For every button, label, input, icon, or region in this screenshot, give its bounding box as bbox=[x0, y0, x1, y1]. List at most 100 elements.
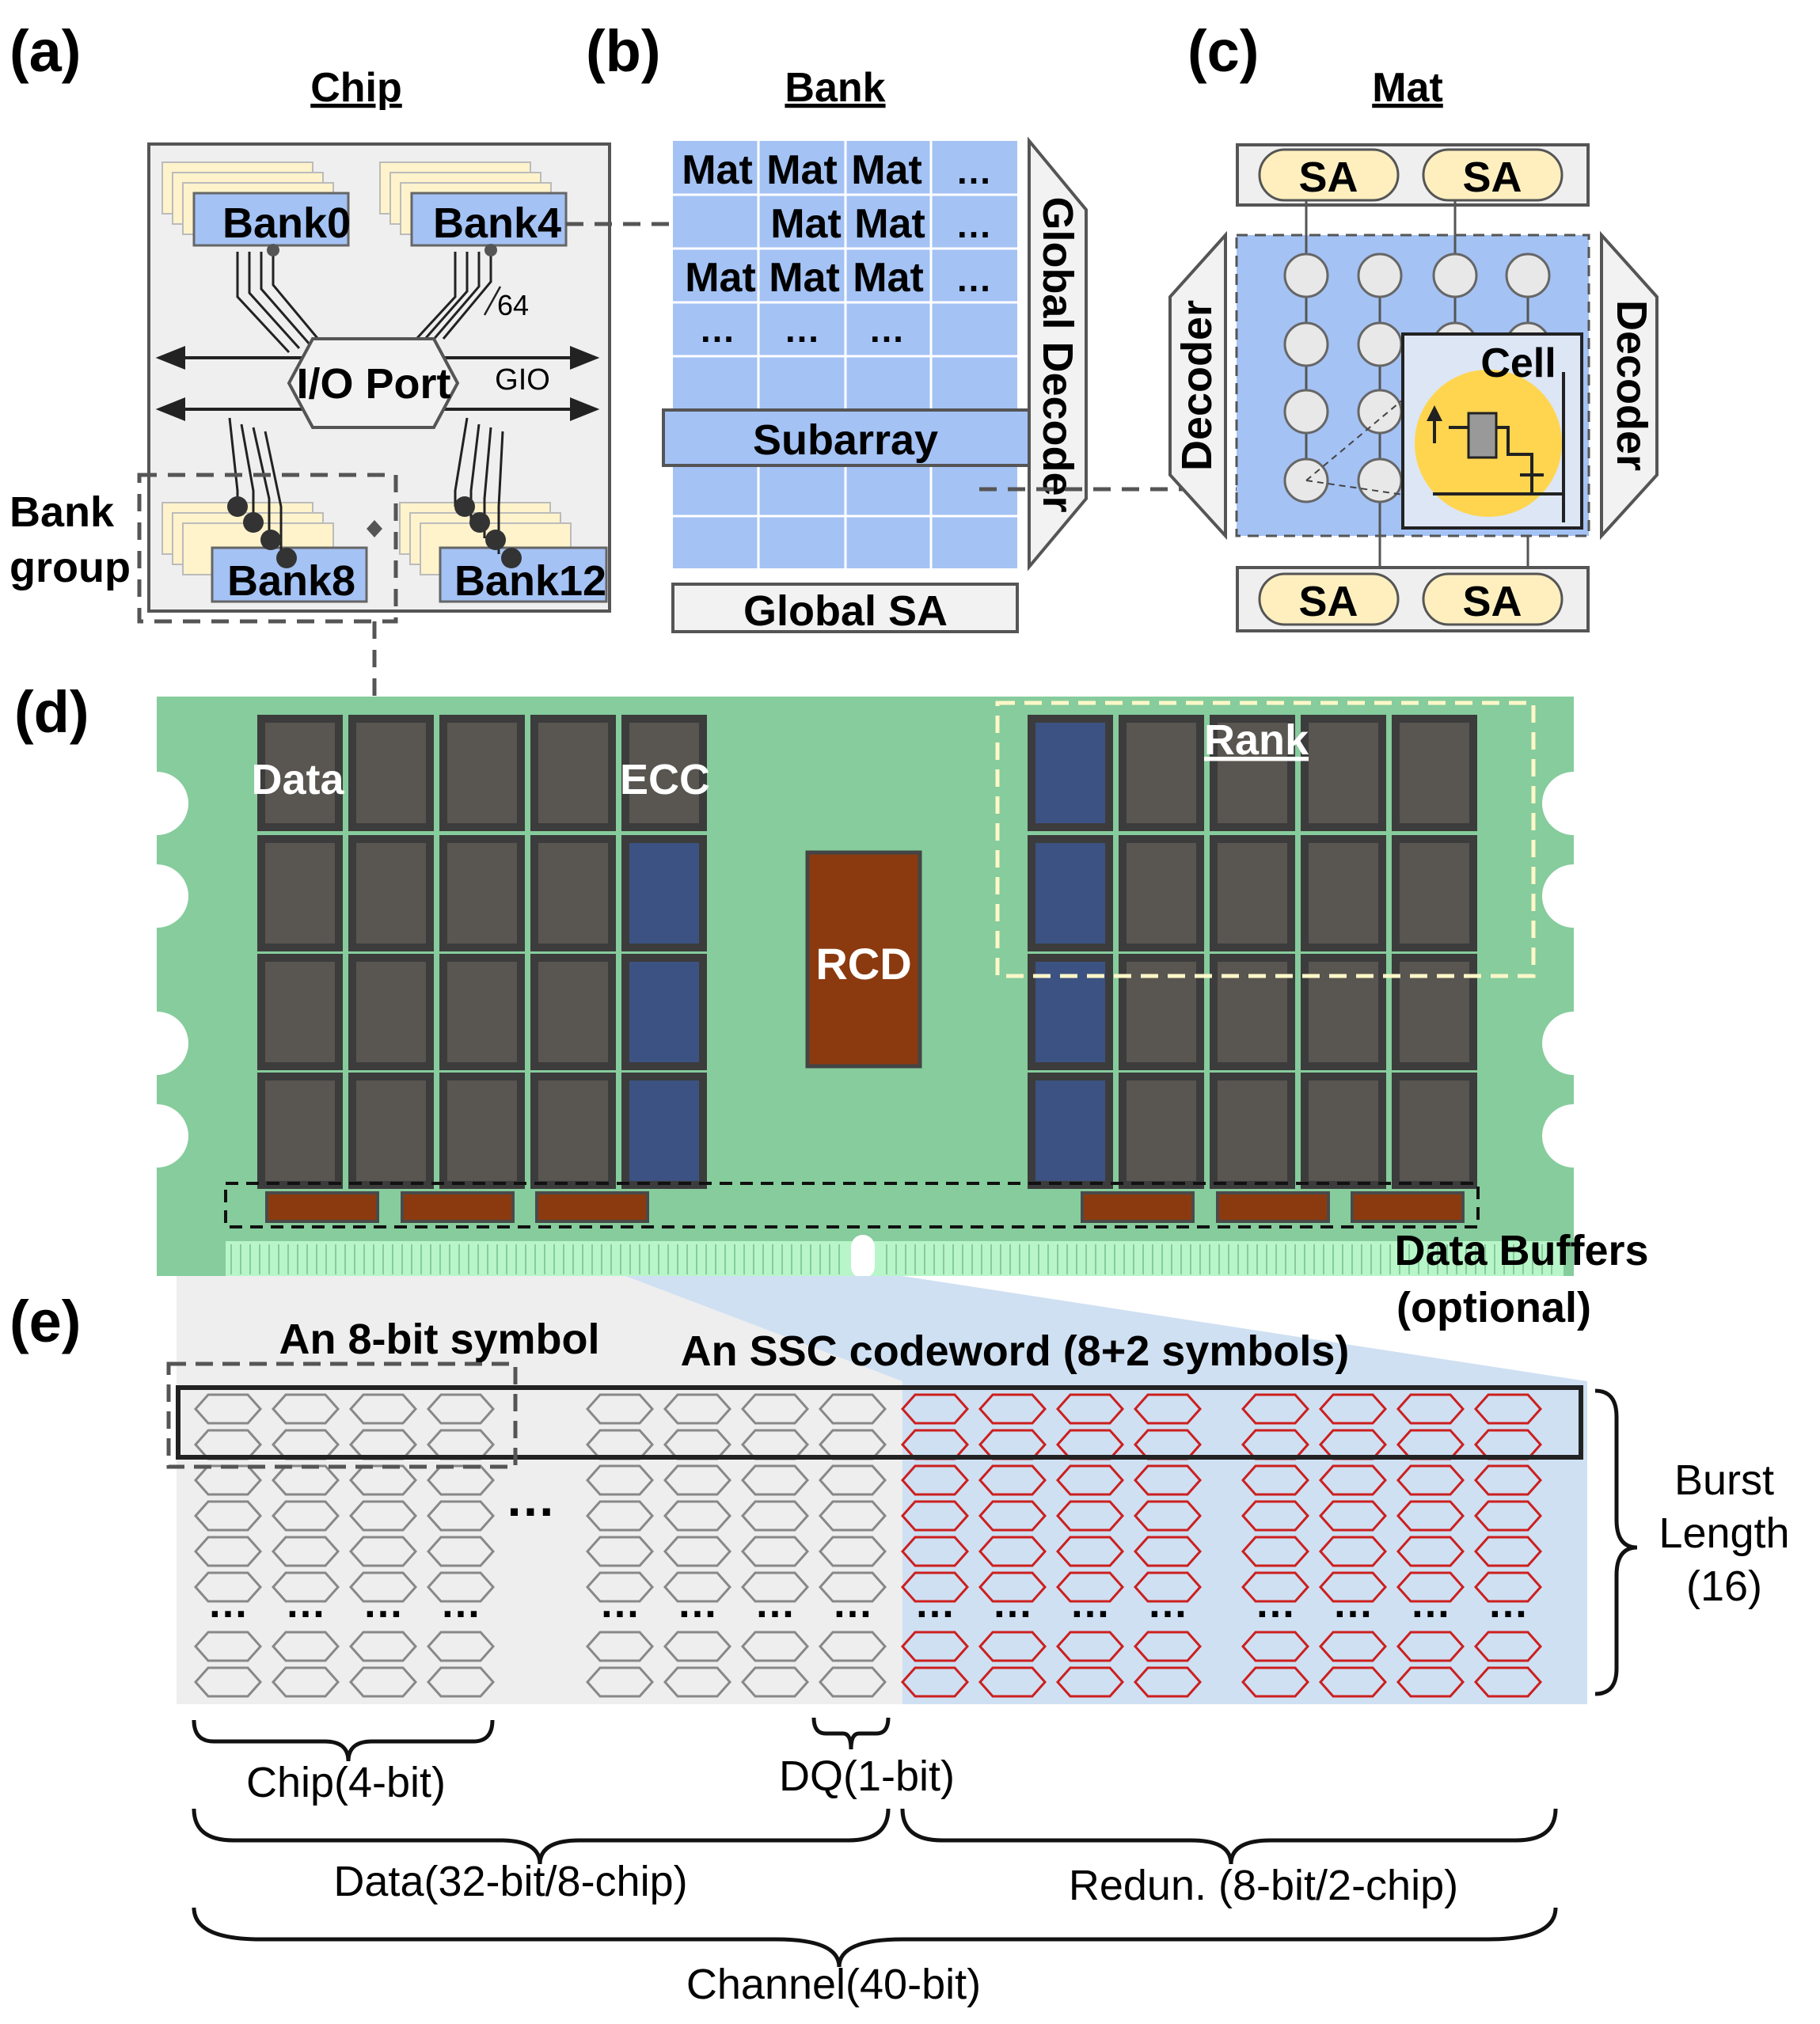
mat-ellipsis: … bbox=[956, 258, 992, 299]
data-bit bbox=[740, 1666, 810, 1698]
cell-schematic bbox=[1433, 372, 1565, 522]
row-ellipsis: … bbox=[363, 1581, 404, 1627]
panel-c-mat: (c) Mat SA SA Decoder Decoder bbox=[1168, 18, 1659, 632]
data-bit bbox=[740, 1500, 810, 1532]
redundancy-bit bbox=[1473, 1631, 1543, 1662]
data-bit bbox=[663, 1536, 732, 1567]
redundancy-bit bbox=[1396, 1464, 1465, 1496]
redundancy-bit bbox=[1473, 1571, 1543, 1603]
data-bit bbox=[426, 1571, 496, 1603]
width-64-label: 64 bbox=[497, 289, 529, 321]
data-bit bbox=[426, 1666, 496, 1698]
data-bit bbox=[740, 1631, 810, 1662]
bank-group-label-1: Bank bbox=[9, 488, 115, 536]
redundancy-bit bbox=[1133, 1500, 1203, 1532]
row-ellipsis: … bbox=[1070, 1581, 1111, 1627]
data-bit bbox=[740, 1464, 810, 1496]
bank-title: Bank bbox=[785, 65, 885, 111]
data-chip bbox=[348, 954, 434, 1070]
row-ellipsis: … bbox=[1488, 1581, 1529, 1627]
left-decoder-shape bbox=[1168, 230, 1227, 541]
row-ellipsis: … bbox=[1147, 1581, 1188, 1627]
panel-d-dimm: (d) RCD Data ECC Rank Data Buffers (opti… bbox=[14, 679, 1649, 1331]
redundancy-bit bbox=[1473, 1464, 1543, 1496]
redundancy-bit bbox=[1473, 1536, 1543, 1567]
data-chip bbox=[530, 1073, 616, 1189]
data-chip bbox=[1301, 1073, 1386, 1189]
cell-capacitor bbox=[1467, 412, 1498, 459]
bank0-stack: Bank0 bbox=[161, 161, 351, 247]
rank-box bbox=[995, 701, 1536, 978]
data-chip bbox=[348, 835, 434, 951]
data-chip bbox=[439, 1073, 525, 1189]
data-buffers-box bbox=[224, 1182, 1480, 1228]
data-chip bbox=[1301, 835, 1386, 951]
data-bit bbox=[663, 1631, 732, 1662]
data-chip bbox=[1210, 715, 1295, 831]
redundancy-bit bbox=[1318, 1666, 1388, 1698]
data-bit bbox=[818, 1500, 887, 1532]
bank-group-diamond bbox=[367, 520, 382, 537]
mat-label: Mat bbox=[685, 255, 756, 301]
row-ellipsis: … bbox=[677, 1581, 718, 1627]
bank-group-label-2: group bbox=[9, 544, 131, 591]
data-bit bbox=[818, 1464, 887, 1496]
data-bit bbox=[663, 1464, 732, 1496]
sa-pill bbox=[1258, 148, 1400, 202]
data-bit bbox=[271, 1500, 340, 1532]
chip-title: Chip bbox=[310, 65, 402, 111]
left-decoder-label: Decoder bbox=[1173, 300, 1221, 471]
redundancy-bit bbox=[1396, 1393, 1465, 1425]
redundancy-bit bbox=[900, 1536, 970, 1567]
data-chip bbox=[257, 1073, 343, 1189]
data-bit bbox=[348, 1393, 418, 1425]
redundancy-bit bbox=[1396, 1571, 1465, 1603]
data-bit bbox=[193, 1393, 263, 1425]
data-bit bbox=[585, 1500, 655, 1532]
redundancy-bit bbox=[978, 1393, 1047, 1425]
redundancy-bit bbox=[900, 1464, 970, 1496]
redundancy-bit bbox=[1241, 1393, 1310, 1425]
panel-c-letter: (c) bbox=[1187, 18, 1259, 84]
symbol-box bbox=[166, 1361, 518, 1469]
data-chip bbox=[439, 954, 525, 1070]
data-bit bbox=[585, 1631, 655, 1662]
redundancy-bit bbox=[1473, 1393, 1543, 1425]
dimm-notches bbox=[125, 772, 1605, 1168]
sa-pill bbox=[1258, 572, 1400, 626]
data-chip bbox=[1119, 715, 1204, 831]
row-ellipses: ………………………………………… bbox=[207, 1581, 1529, 1627]
row-ellipsis: … bbox=[440, 1581, 481, 1627]
ecc-chip bbox=[621, 835, 707, 951]
mat-label: Mat bbox=[682, 147, 753, 193]
top-bank-wires bbox=[236, 252, 502, 354]
data-width-label: Data(32-bit/8-chip) bbox=[333, 1858, 687, 1905]
bank0-label: Bank0 bbox=[222, 199, 351, 247]
redundancy-bit bbox=[900, 1666, 970, 1698]
burst-length-label-1: Burst bbox=[1674, 1456, 1774, 1504]
data-bit bbox=[348, 1666, 418, 1698]
row-ellipsis: … bbox=[285, 1581, 326, 1627]
redundancy-bit bbox=[1133, 1536, 1203, 1567]
memory-cells bbox=[1283, 253, 1551, 503]
data-chip bbox=[257, 835, 343, 951]
panel-e-codeword: (e) An 8-bit symbol An SSC codeword (8+2… bbox=[9, 1276, 1790, 2008]
data-bit bbox=[426, 1500, 496, 1532]
redundancy-bit bbox=[1055, 1393, 1125, 1425]
redundancy-bit bbox=[900, 1393, 970, 1425]
data-buffers bbox=[265, 1191, 1465, 1223]
chip-width-label: Chip(4-bit) bbox=[246, 1759, 446, 1806]
data-bit bbox=[271, 1571, 340, 1603]
data-chip bbox=[530, 954, 616, 1070]
redundancy-bit bbox=[1133, 1393, 1203, 1425]
data-bit bbox=[663, 1571, 732, 1603]
chip-brace bbox=[192, 1719, 495, 1762]
mat-ellipsis: … bbox=[868, 309, 905, 350]
data-bit bbox=[818, 1536, 887, 1567]
right-decoder-shape bbox=[1600, 230, 1659, 541]
data-chip bbox=[1392, 715, 1477, 831]
panel-b-bank: (b) Bank Mat Mat Mat … Mat Mat … Mat Mat… bbox=[586, 18, 1088, 635]
burst-length-label-2: Length bbox=[1659, 1509, 1789, 1557]
data-chip bbox=[439, 715, 525, 831]
